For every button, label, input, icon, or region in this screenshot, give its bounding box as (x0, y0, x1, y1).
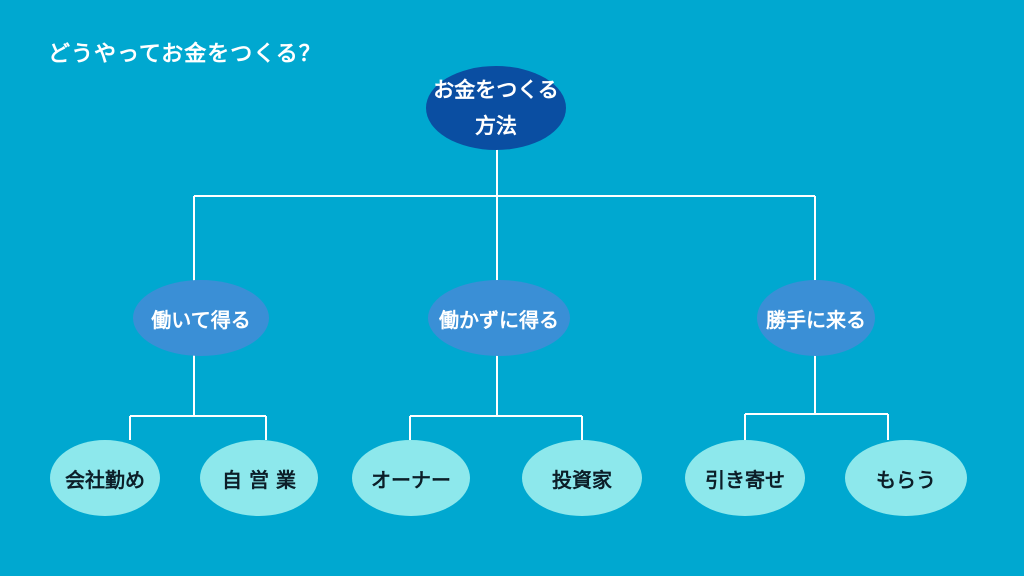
leaf-label: もらう (876, 467, 936, 492)
page-title: どうやってお金をつくる？ (48, 42, 322, 67)
leaf-node-1-2: 自 営 業 (200, 440, 318, 516)
leaf-node-3-2: もらう (845, 440, 967, 516)
branch-label: 働いて得る (151, 307, 251, 332)
branch-label: 働かずに得る (439, 307, 559, 332)
leaf-label: 投資家 (552, 467, 612, 492)
leaf-label: 引き寄せ (705, 467, 785, 492)
leaf-label: 自 営 業 (222, 467, 296, 492)
leaf-node-1-1: 会社勤め (50, 440, 160, 516)
branch-node-1: 働いて得る (133, 280, 269, 356)
leaf-label: 会社勤め (65, 467, 145, 492)
branch-label: 勝手に来る (766, 307, 866, 332)
root-node: お金をつくる 方法 (426, 66, 566, 150)
branch-node-3: 勝手に来る (757, 280, 875, 356)
root-label-line-1: お金をつくる (433, 78, 559, 102)
leaf-node-2-2: 投資家 (522, 440, 642, 516)
root-label-line-2: 方法 (475, 114, 517, 138)
branch-node-2: 働かずに得る (428, 280, 570, 356)
leaf-node-2-1: オーナー (352, 440, 470, 516)
leaf-node-3-1: 引き寄せ (685, 440, 805, 516)
leaf-label: オーナー (371, 467, 451, 492)
